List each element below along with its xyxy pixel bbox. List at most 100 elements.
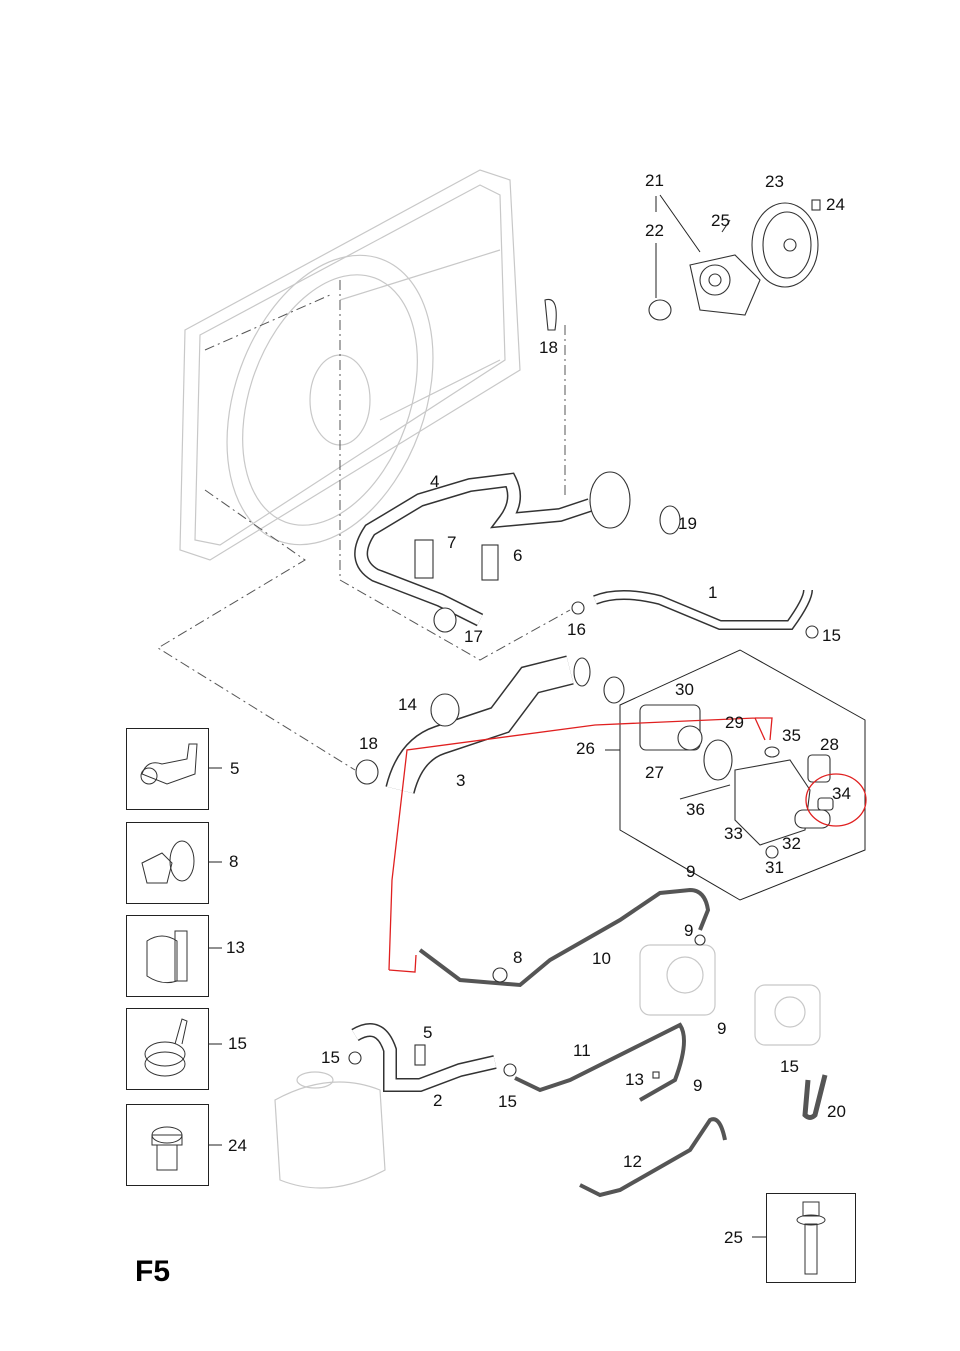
label-part-9d: 9	[693, 1076, 703, 1095]
clip-6	[481, 544, 499, 581]
label-part-13: 13	[625, 1070, 644, 1089]
seal-ring	[648, 299, 672, 321]
label-part-2: 2	[433, 1091, 443, 1110]
bolt-24	[811, 199, 821, 211]
label-part-5: 5	[230, 759, 240, 778]
label-part-15-inset: 15	[228, 1034, 247, 1053]
label-part-16: 16	[567, 620, 586, 639]
inset-bolt-25	[766, 1193, 856, 1283]
label-part-34: 34	[832, 784, 851, 803]
label-part-31: 31	[765, 858, 784, 877]
clamp-14	[430, 693, 460, 727]
label-part-20: 20	[827, 1102, 846, 1121]
label-part-14: 14	[398, 695, 417, 714]
label-part-32: 32	[782, 834, 801, 853]
hose-2	[352, 1024, 497, 1091]
label-part-28: 28	[820, 735, 839, 754]
spring-clamp-icon	[144, 1018, 188, 1077]
sensor-34	[817, 797, 834, 811]
connection-lines	[157, 280, 571, 771]
clip-13	[652, 1071, 660, 1079]
clip-8	[492, 967, 508, 983]
clamp-19	[659, 505, 681, 535]
label-part-27: 27	[645, 763, 664, 782]
clip-icon	[140, 743, 198, 785]
hose-11	[514, 1022, 686, 1102]
clamp-15-left	[348, 1051, 362, 1065]
clip-9	[694, 934, 706, 946]
label-part-24: 24	[826, 195, 845, 214]
inset-bolt-24	[126, 1104, 209, 1186]
hose-3-end	[573, 657, 591, 687]
clamp-upper	[603, 676, 625, 704]
bolt-25	[721, 219, 731, 233]
thermostat-27	[639, 704, 703, 751]
push-clip-icon	[141, 840, 195, 884]
label-part-15-mid: 15	[498, 1092, 517, 1111]
label-part-15-top: 15	[822, 626, 841, 645]
retaining-clip-icon	[146, 930, 188, 984]
label-part-9a: 9	[686, 862, 696, 881]
clip-18-mid	[355, 759, 379, 785]
inset-clip-5	[126, 728, 209, 810]
label-part-18-top: 18	[539, 338, 558, 357]
label-part-12: 12	[623, 1152, 642, 1171]
label-part-25-inset: 25	[724, 1228, 743, 1247]
label-part-26: 26	[576, 739, 595, 758]
clamp-15-mid	[503, 1063, 517, 1077]
label-part-5-mid: 5	[423, 1023, 433, 1042]
label-part-7: 7	[447, 533, 457, 552]
clip-18-top	[544, 298, 557, 331]
label-part-24-inset: 24	[228, 1136, 247, 1155]
clamp-15-top	[805, 625, 819, 639]
hose-4	[355, 474, 592, 625]
hose-4-elbow	[589, 471, 631, 529]
gasket-29	[703, 739, 733, 781]
label-part-8: 8	[513, 948, 523, 967]
label-part-15-left: 15	[321, 1048, 340, 1067]
hose-1	[593, 589, 812, 629]
label-part-3: 3	[456, 771, 466, 790]
label-part-6: 6	[513, 546, 523, 565]
label-part-29: 29	[725, 713, 744, 732]
label-part-4: 4	[430, 472, 440, 491]
clip-7	[414, 539, 434, 579]
throttle-body-ghost	[639, 944, 821, 1046]
diagram-section-title: F5	[135, 1255, 171, 1288]
label-part-11: 11	[573, 1041, 591, 1060]
label-part-10: 10	[592, 949, 611, 968]
thermostat-group-frame	[619, 649, 866, 901]
label-part-9b: 9	[684, 921, 694, 940]
expansion-tank-ghost	[274, 1071, 386, 1189]
label-part-9c: 9	[717, 1019, 727, 1038]
label-part-35: 35	[782, 726, 801, 745]
torx-bolt-icon	[151, 1126, 183, 1171]
hose-12	[579, 1117, 727, 1198]
radiator-ghost	[179, 169, 521, 561]
flange-bolt-icon	[796, 1201, 826, 1275]
label-part-23: 23	[765, 172, 784, 191]
label-part-22: 22	[645, 221, 664, 240]
bolt-36	[679, 784, 731, 800]
label-part-33: 33	[724, 824, 743, 843]
label-part-19: 19	[678, 514, 697, 533]
red-annotation	[388, 717, 867, 973]
plug-31	[765, 845, 779, 859]
clamp-17	[433, 607, 457, 633]
label-part-1: 1	[708, 583, 718, 602]
label-part-18-mid: 18	[359, 734, 378, 753]
label-part-30: 30	[675, 680, 694, 699]
hose-20	[802, 1074, 828, 1120]
inset-clip-8	[126, 822, 209, 904]
label-part-21: 21	[645, 171, 664, 190]
label-part-13-inset: 13	[226, 938, 245, 957]
label-part-36: 36	[686, 800, 705, 819]
pulley	[751, 202, 819, 288]
clip-5	[414, 1044, 426, 1066]
label-part-8-inset: 8	[229, 852, 239, 871]
clip-16	[571, 601, 585, 615]
water-pump	[689, 254, 761, 316]
label-part-25: 25	[711, 211, 730, 230]
